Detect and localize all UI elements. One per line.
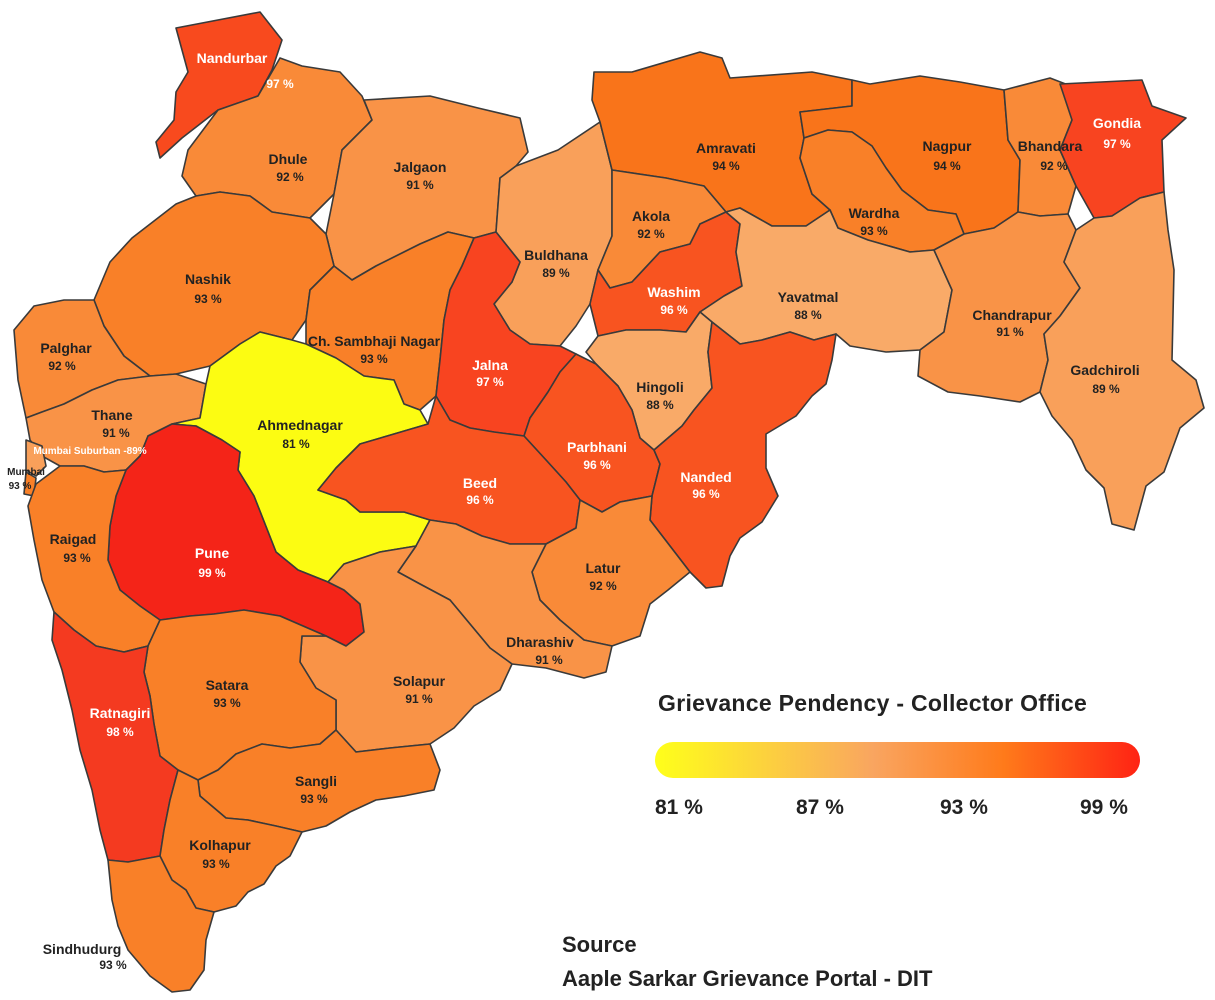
label-washim: Washim (647, 284, 700, 300)
label-mumbai: Mumbai (7, 467, 45, 478)
value-nagpur: 94 % (933, 159, 961, 173)
value-satara: 93 % (213, 696, 241, 710)
legend-color-scale (655, 742, 1140, 778)
value-sangli: 93 % (300, 792, 328, 806)
label-jalna: Jalna (472, 357, 508, 373)
value-gondia: 97 % (1103, 137, 1131, 151)
source-value: Aaple Sarkar Grievance Portal - DIT (562, 966, 933, 991)
value-yavatmal: 88 % (794, 308, 822, 322)
label-akola: Akola (632, 208, 670, 224)
value-dhule: 92 % (276, 170, 304, 184)
legend-title: Grievance Pendency - Collector Office (658, 690, 1088, 716)
label-beed: Beed (463, 475, 497, 491)
label-ratnagiri: Ratnagiri (90, 705, 151, 721)
label-yavatmal: Yavatmal (778, 289, 839, 305)
district-gadchiroli[interactable] (1039, 191, 1205, 531)
label-solapur: Solapur (393, 673, 446, 689)
label-dhule: Dhule (269, 151, 308, 167)
value-ahmednagar: 81 % (282, 437, 310, 451)
label-palghar: Palghar (40, 340, 92, 356)
value-sindhudurg: 93 % (99, 958, 127, 972)
value-beed: 96 % (466, 493, 494, 507)
value-akola: 92 % (637, 227, 665, 241)
label-chandrapur: Chandrapur (972, 307, 1052, 323)
value-mumbai: 93 % (9, 481, 32, 492)
value-amravati: 94 % (712, 159, 740, 173)
value-nanded: 96 % (692, 487, 720, 501)
label-buldhana: Buldhana (524, 247, 588, 263)
value-washim: 96 % (660, 303, 688, 317)
value-latur: 92 % (589, 579, 617, 593)
label-raigad: Raigad (50, 531, 97, 547)
label-sangli: Sangli (295, 773, 337, 789)
district-mumbai-suburban[interactable] (25, 439, 47, 477)
district-nandurbar[interactable] (155, 11, 283, 159)
value-palghar: 92 % (48, 359, 76, 373)
label-dharashiv: Dharashiv (506, 634, 574, 650)
value-bhandara: 92 % (1040, 159, 1068, 173)
value-parbhani: 96 % (583, 458, 611, 472)
value-chandrapur: 91 % (996, 325, 1024, 339)
label-hingoli: Hingoli (636, 379, 683, 395)
label-sindhudurg: Sindhudurg (43, 941, 122, 957)
label-gondia: Gondia (1093, 115, 1141, 131)
label-mumbai-suburban: Mumbai Suburban -89% (33, 446, 146, 457)
district-sindhudurg[interactable] (107, 855, 215, 993)
label-parbhani: Parbhani (567, 439, 627, 455)
label-thane: Thane (91, 407, 132, 423)
value-jalgaon: 91 % (406, 178, 434, 192)
legend-tick-2: 87 % (796, 796, 844, 819)
label-amravati: Amravati (696, 140, 756, 156)
source-label: Source (562, 932, 637, 957)
value-kolhapur: 93 % (202, 857, 230, 871)
label-jalgaon: Jalgaon (394, 159, 447, 175)
value-thane: 91 % (102, 426, 130, 440)
label-bhandara: Bhandara (1018, 138, 1083, 154)
label-pune: Pune (195, 545, 229, 561)
district-yavatmal[interactable] (699, 207, 953, 353)
value-jalna: 97 % (476, 375, 504, 389)
label-ahmednagar: Ahmednagar (257, 417, 343, 433)
value-ratnagiri: 98 % (106, 725, 134, 739)
value-gadchiroli: 89 % (1092, 382, 1120, 396)
label-nandurbar: Nandurbar (197, 50, 268, 66)
label-wardha: Wardha (849, 205, 900, 221)
label-gadchiroli: Gadchiroli (1070, 362, 1139, 378)
value-ch-sambhaji-nagar: 93 % (360, 352, 388, 366)
legend-tick-3: 93 % (940, 796, 988, 819)
value-dharashiv: 91 % (535, 653, 563, 667)
value-hingoli: 88 % (646, 398, 674, 412)
label-kolhapur: Kolhapur (189, 837, 251, 853)
label-ch-sambhaji-nagar: Ch. Sambhaji Nagar (308, 333, 441, 349)
label-nagpur: Nagpur (923, 138, 973, 154)
label-latur: Latur (586, 560, 622, 576)
value-raigad: 93 % (63, 551, 91, 565)
label-nashik: Nashik (185, 271, 231, 287)
value-solapur: 91 % (405, 692, 433, 706)
value-nandurbar: 97 % (266, 77, 294, 91)
value-nashik: 93 % (194, 292, 222, 306)
value-wardha: 93 % (860, 224, 888, 238)
value-pune: 99 % (198, 566, 226, 580)
value-buldhana: 89 % (542, 266, 570, 280)
label-nanded: Nanded (680, 469, 731, 485)
legend-tick-min: 81 % (655, 796, 703, 819)
district-nanded[interactable] (649, 321, 837, 589)
legend-tick-max: 99 % (1080, 796, 1128, 819)
label-satara: Satara (206, 677, 249, 693)
